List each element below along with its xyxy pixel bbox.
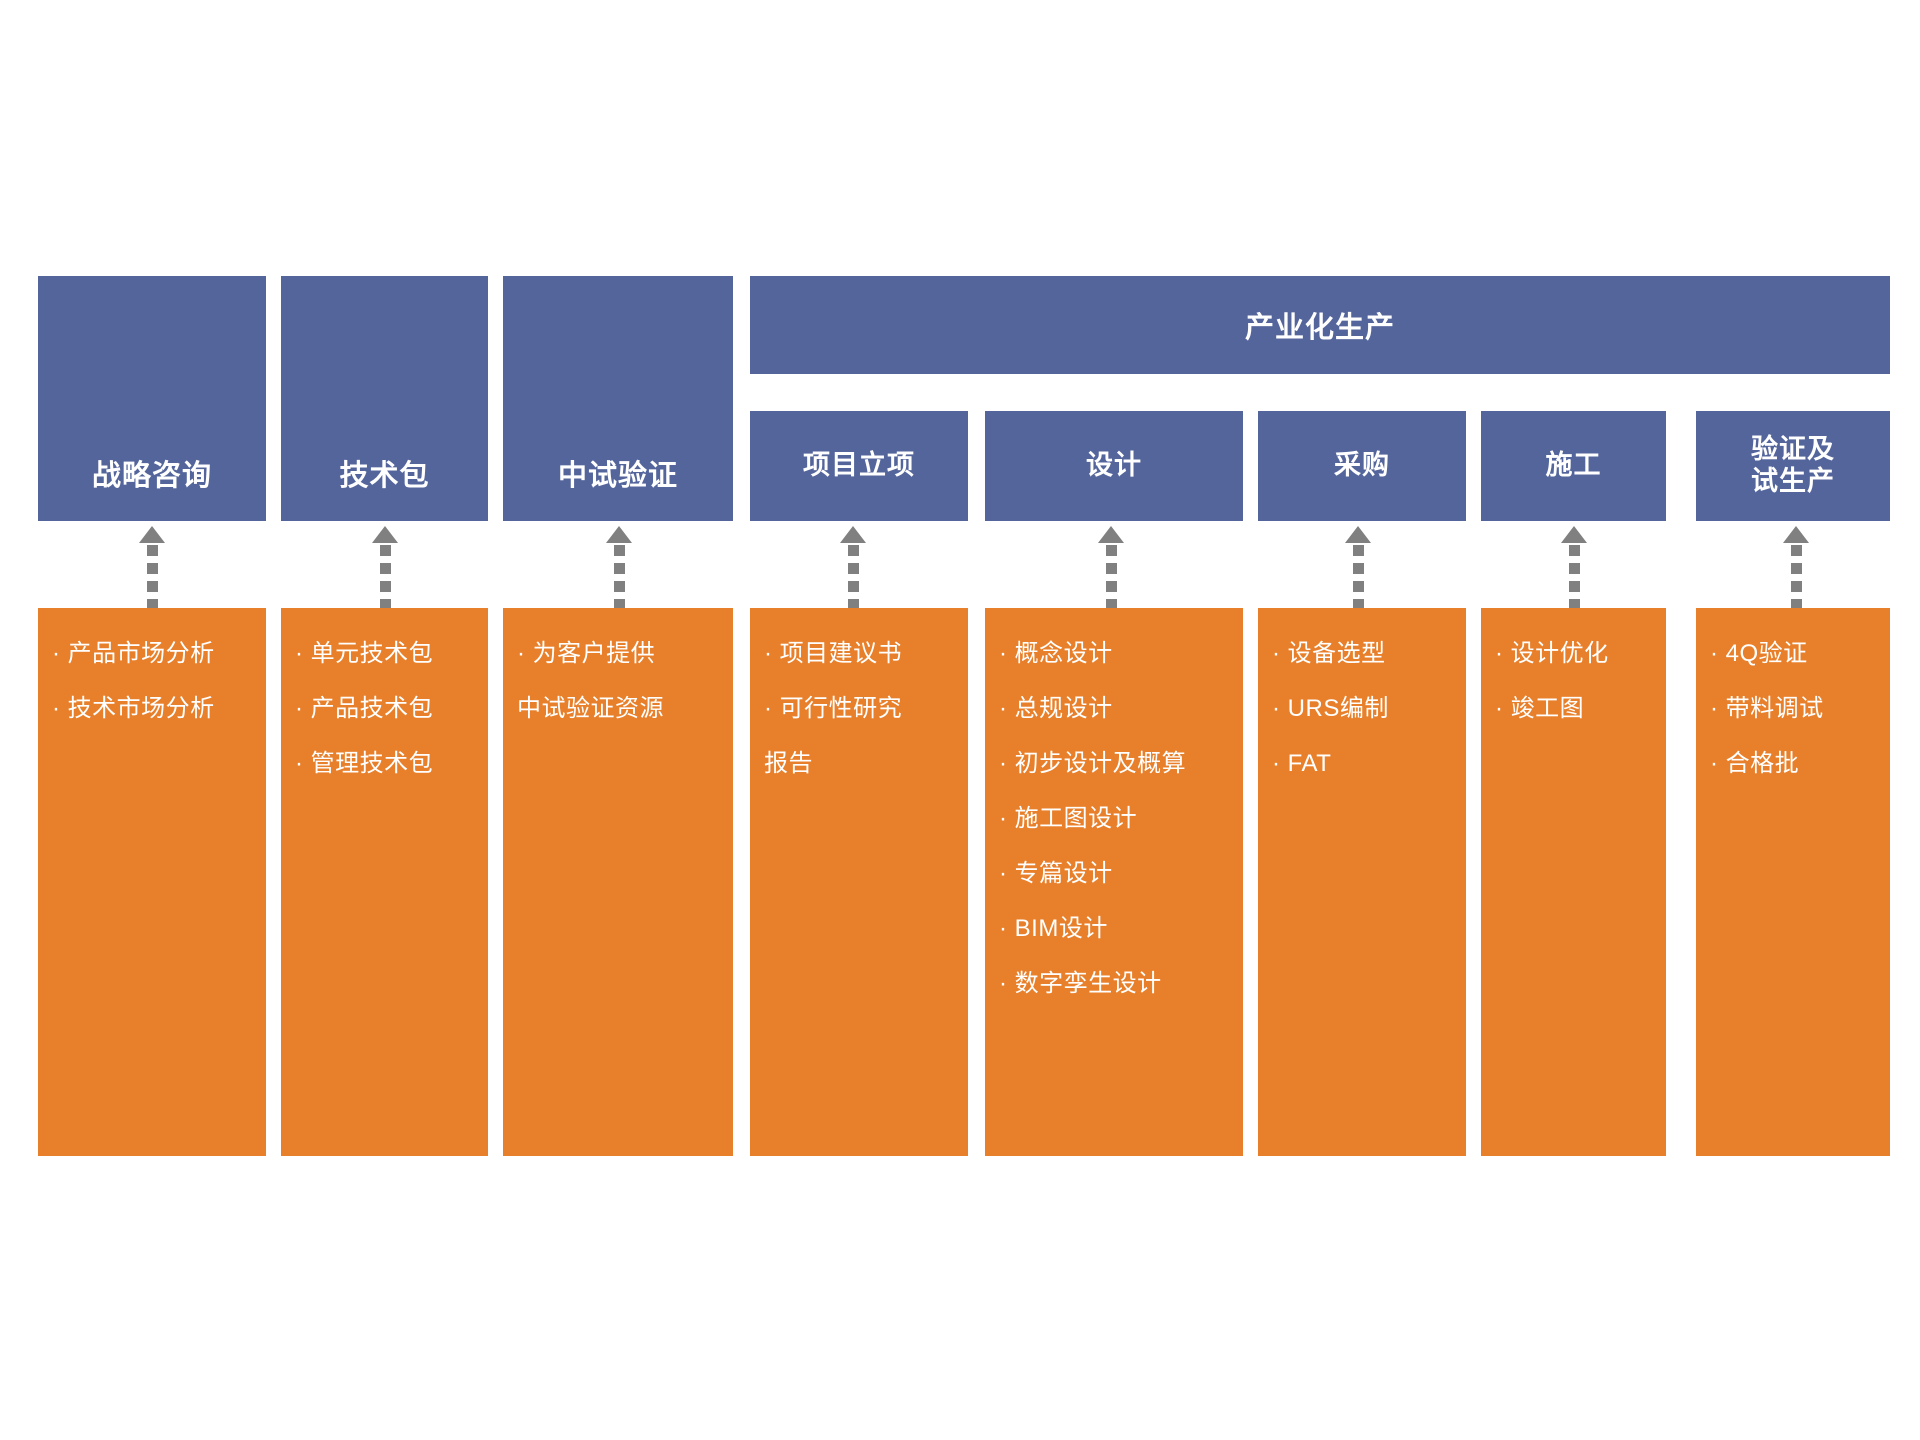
arrow-up-project-initiation [840, 526, 866, 615]
list-item: 中试验证资源 [517, 695, 664, 722]
arrow-shaft [146, 545, 158, 615]
arrow-up-design [1098, 526, 1124, 615]
list-item: · BIM设计 [999, 915, 1108, 942]
list-item: · 单元技术包 [295, 640, 434, 667]
arrow-head-icon [1098, 526, 1124, 543]
list-item: · URS编制 [1272, 695, 1389, 722]
list-item: · FAT [1272, 750, 1332, 777]
lane-body-design: · 概念设计 · 总规设计 · 初步设计及概算 · 施工图设计 · 专篇设计 ·… [985, 608, 1243, 1156]
banner-label: 产业化生产 [1244, 312, 1395, 344]
lane-header-construction-label: 施工 [1545, 450, 1602, 481]
arrow-shaft [1790, 545, 1802, 615]
list-item: · 管理技术包 [295, 750, 434, 777]
list-item: · 初步设计及概算 [999, 750, 1187, 777]
list-item: · 带料调试 [1710, 695, 1824, 722]
arrow-up-construction [1561, 526, 1587, 615]
list-item: · 产品市场分析 [52, 640, 215, 667]
arrow-head-icon [1345, 526, 1371, 543]
list-item: · 合格批 [1710, 750, 1800, 777]
lane-header-pilot-verification[interactable]: 中试验证 [503, 276, 733, 521]
list-item: · 项目建议书 [764, 640, 903, 667]
list-item: 报告 [764, 750, 813, 777]
arrow-up-tech-package [372, 526, 398, 615]
lane-header-tech-package[interactable]: 技术包 [281, 276, 488, 521]
lane-header-project-initiation[interactable]: 项目立项 [750, 411, 968, 521]
arrow-shaft [847, 545, 859, 615]
lane-header-strategy[interactable]: 战略咨询 [38, 276, 266, 521]
list-item: · 设备选型 [1272, 640, 1386, 667]
arrow-shaft [379, 545, 391, 615]
arrow-shaft [613, 545, 625, 615]
list-item: · 竣工图 [1495, 695, 1585, 722]
list-item: · 可行性研究 [764, 695, 903, 722]
lane-body-validation-trial: · 4Q验证 · 带料调试 · 合格批 [1696, 608, 1890, 1156]
list-item: · 专篇设计 [999, 860, 1113, 887]
arrow-head-icon [372, 526, 398, 543]
arrow-shaft [1105, 545, 1117, 615]
arrow-head-icon [606, 526, 632, 543]
lane-body-construction: · 设计优化 · 竣工图 [1481, 608, 1666, 1156]
lane-header-construction[interactable]: 施工 [1481, 411, 1666, 521]
lane-header-pilot-verification-label: 中试验证 [557, 459, 678, 492]
arrow-shaft [1352, 545, 1364, 615]
lane-header-validation-trial-line1: 验证及 [1751, 434, 1835, 465]
arrow-up-pilot-verification [606, 526, 632, 615]
arrow-shaft [1568, 545, 1580, 615]
lane-body-procurement: · 设备选型 · URS编制 · FAT [1258, 608, 1466, 1156]
lane-header-project-initiation-label: 项目立项 [803, 450, 915, 481]
arrow-head-icon [1561, 526, 1587, 543]
lane-header-tech-package-label: 技术包 [339, 459, 430, 492]
arrow-head-icon [1783, 526, 1809, 543]
list-item: · 产品技术包 [295, 695, 434, 722]
lane-body-tech-package: · 单元技术包 · 产品技术包 · 管理技术包 [281, 608, 488, 1156]
lane-header-validation-trial-line2: 试生产 [1751, 466, 1835, 496]
lane-header-validation-trial-label: 验证及 试生产 [1751, 434, 1835, 498]
lane-header-design[interactable]: 设计 [985, 411, 1243, 521]
lane-header-procurement-label: 采购 [1334, 450, 1390, 481]
list-item: · 数字孪生设计 [999, 970, 1162, 997]
lane-body-pilot-verification: · 为客户提供 中试验证资源 [503, 608, 733, 1156]
list-item: · 总规设计 [999, 695, 1113, 722]
lane-header-design-label: 设计 [1086, 450, 1142, 481]
list-item: · 概念设计 [999, 640, 1113, 667]
lane-header-procurement[interactable]: 采购 [1258, 411, 1466, 521]
lane-header-validation-trial[interactable]: 验证及 试生产 [1696, 411, 1890, 521]
arrow-up-validation-trial [1783, 526, 1809, 615]
list-item: · 技术市场分析 [52, 695, 215, 722]
arrow-head-icon [139, 526, 165, 543]
list-item: · 施工图设计 [999, 805, 1138, 832]
list-item: · 设计优化 [1495, 640, 1609, 667]
lane-header-strategy-label: 战略咨询 [91, 459, 212, 492]
arrow-up-procurement [1345, 526, 1371, 615]
arrow-head-icon [840, 526, 866, 543]
list-item: · 4Q验证 [1710, 640, 1808, 667]
lane-body-strategy: · 产品市场分析 · 技术市场分析 [38, 608, 266, 1156]
lane-body-project-initiation: · 项目建议书 · 可行性研究 报告 [750, 608, 968, 1156]
banner-industrialized-production: 产业化生产 [750, 276, 1890, 374]
list-item: · 为客户提供 [517, 640, 656, 667]
arrow-up-strategy [139, 526, 165, 615]
